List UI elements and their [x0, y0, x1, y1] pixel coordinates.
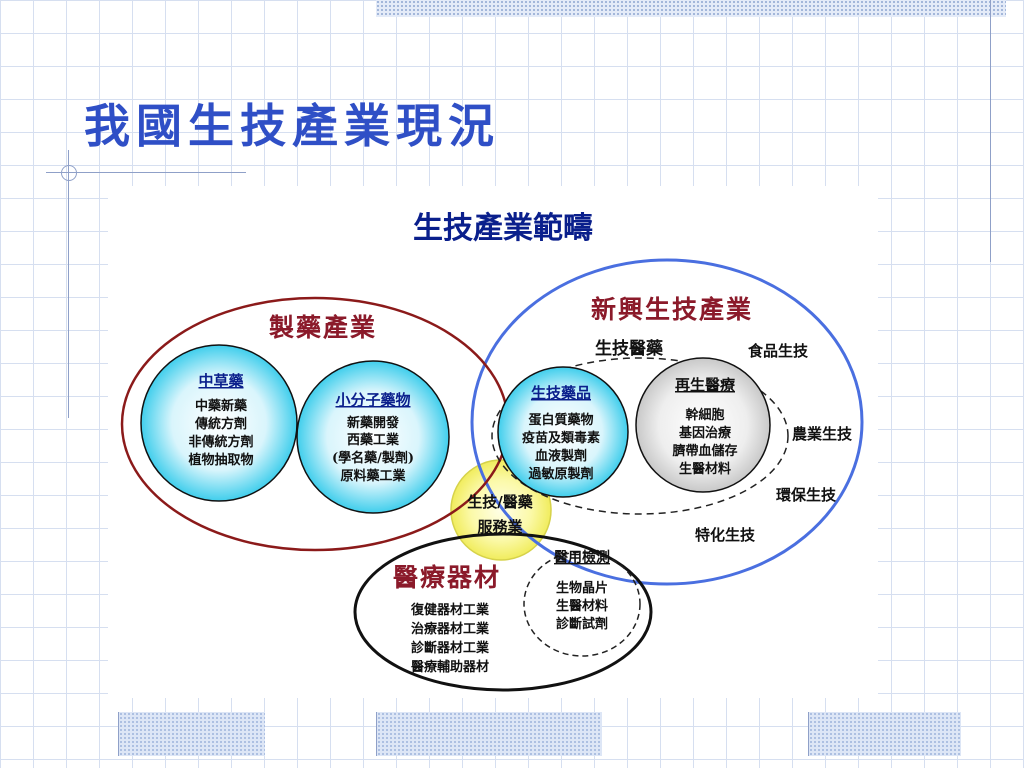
service-label-line2: 服務業	[477, 518, 523, 536]
env-biotech-label: 環保生技	[776, 486, 837, 504]
regenerative-item: 生醫材料	[679, 461, 731, 477]
regenerative-circle	[635, 357, 771, 493]
emerging-biotech-ring	[470, 258, 864, 586]
footer-block-left	[118, 712, 265, 756]
title-underline	[46, 172, 246, 173]
testing-item: 診斷試劑	[556, 616, 608, 632]
chinese-herbal-item: 傳統方劑	[194, 416, 247, 432]
biotech-scope-diagram: 生技產業範疇 製藥產業 中草藥 中藥新藥 傳統方劑 非傳統方劑 植物抽取物 小分…	[120, 211, 864, 692]
small-molecule-item: (學名藥/製劑)	[332, 450, 414, 466]
food-biotech-label: 食品生技	[748, 342, 809, 360]
medical-devices-item: 診斷器材工業	[411, 640, 490, 656]
left-vertical-line	[68, 150, 69, 418]
biotech-drugs-item: 血液製劑	[535, 448, 587, 464]
medical-devices-ring	[353, 532, 653, 692]
small-molecule-item: 原料藥工業	[340, 468, 406, 484]
testing-item: 生物晶片	[556, 580, 608, 596]
medical-devices-item: 治療器材工業	[411, 621, 490, 637]
pharma-industry-label: 製藥產業	[268, 313, 377, 342]
small-molecule-item: 西藥工業	[347, 432, 400, 448]
medical-devices-item: 復健器材工業	[410, 602, 490, 618]
right-vertical-line	[990, 0, 991, 262]
chinese-herbal-item: 中藥新藥	[195, 398, 248, 414]
regenerative-item: 臍帶血儲存	[672, 443, 737, 459]
biotech-drugs-item: 疫苗及類毒素	[522, 430, 600, 446]
regenerative-title: 再生醫療	[675, 376, 736, 394]
testing-item: 生醫材料	[556, 598, 608, 614]
diagram-panel: 生技產業範疇 製藥產業 中草藥 中藥新藥 傳統方劑 非傳統方劑 植物抽取物 小分…	[108, 186, 878, 698]
medical-devices-label: 醫療器材	[393, 563, 501, 592]
service-label-line1: 生技/醫藥	[467, 493, 533, 511]
agri-biotech-label: 農業生技	[792, 425, 853, 443]
diagram-title: 生技產業範疇	[413, 211, 593, 246]
small-molecule-title: 小分子藥物	[335, 391, 410, 409]
emerging-biotech-label: 新興生技產業	[591, 295, 753, 324]
chinese-herbal-item: 非傳統方劑	[188, 434, 253, 450]
title-ornament-circle	[61, 165, 77, 181]
medical-devices-item: 醫療輔助器材	[411, 659, 489, 675]
footer-block-middle	[376, 712, 602, 756]
testing-dashed-ring	[523, 551, 641, 657]
biotech-drugs-item: 過敏原製劑	[527, 466, 593, 482]
top-dotted-band	[376, 0, 1006, 17]
specialty-chem-biotech-label: 特化生技	[695, 526, 756, 544]
slide-title: 我國生技產業現況	[84, 99, 500, 153]
small-molecule-item: 新藥開發	[347, 415, 399, 431]
biotech-pharma-label: 生技醫藥	[595, 338, 664, 359]
biotech-pharma-dashed-ring	[491, 357, 789, 515]
small-molecule-circle	[296, 360, 450, 514]
chinese-herbal-title: 中草藥	[198, 372, 244, 390]
biotech-drugs-item: 蛋白質藥物	[528, 412, 593, 428]
chinese-herbal-item: 植物抽取物	[187, 452, 253, 468]
chinese-herbal-circle	[140, 344, 298, 502]
testing-title: 醫用檢測	[554, 549, 610, 566]
biotech-drugs-title: 生技藥品	[531, 384, 591, 402]
biotech-drugs-circle	[497, 366, 629, 498]
regenerative-item: 幹細胞	[685, 407, 724, 423]
footer-block-right	[808, 712, 961, 756]
regenerative-item: 基因治療	[678, 425, 732, 441]
